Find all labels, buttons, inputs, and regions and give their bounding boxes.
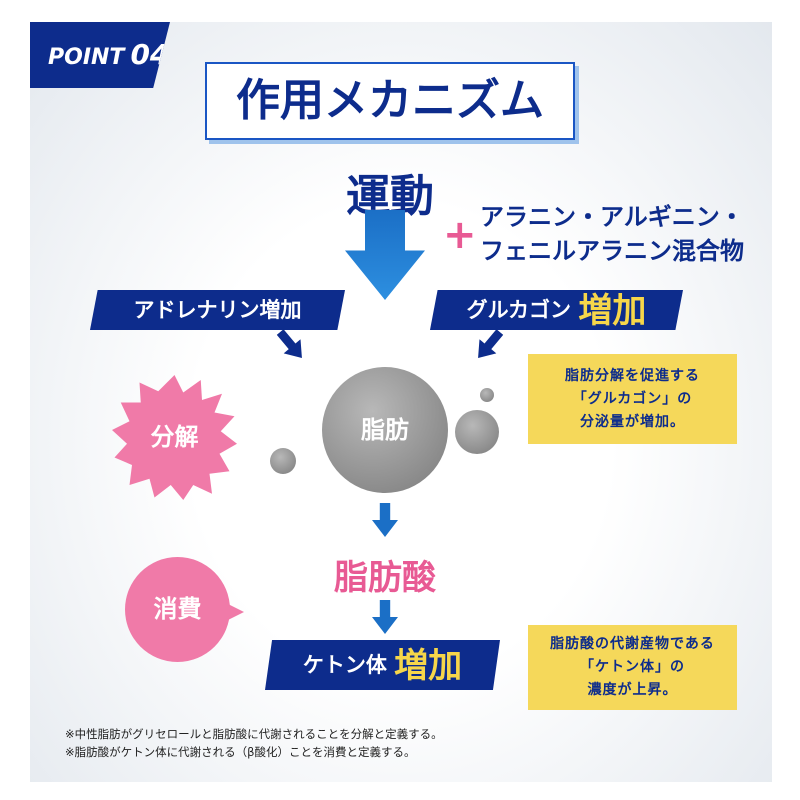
increase-label: 増加 — [394, 646, 463, 686]
increase-label: 増加 — [578, 291, 647, 331]
adrenaline-banner: アドレナリン増加 — [90, 290, 345, 330]
glucagon-note: 脂肪分解を促進する「グルカゴン」の分泌量が増加。 — [528, 354, 737, 444]
note-line: 「ケトン体」の — [580, 659, 685, 675]
fat-circle: 脂肪 — [322, 367, 448, 493]
supplement-line1: アラニン・アルギニン・ — [480, 203, 744, 231]
small-circle-icon — [480, 388, 494, 402]
fatty-acid-label: 脂肪酸 — [334, 558, 436, 598]
note-line: 分泌量が増加。 — [580, 413, 685, 430]
small-circle-icon — [270, 448, 296, 474]
glucagon-banner: グルカゴン 増加 — [430, 290, 683, 330]
ketone-label: ケトン体 — [302, 653, 387, 677]
note-line: 「グルカゴン」の — [572, 390, 693, 407]
footnote: ※脂肪酸がケトン体に代謝される（β酸化）ことを消費と定義する。 — [65, 745, 416, 759]
ketone-banner: ケトン体 増加 — [265, 640, 500, 690]
plus-icon: + — [443, 212, 477, 258]
note-line: 脂肪酸の代謝産物である — [550, 636, 715, 652]
small-circle-icon — [455, 410, 499, 454]
supplement-label: アラニン・アルギニン・フェニルアラニン混合物 — [480, 200, 744, 268]
consumption-bubble: 消費 — [125, 557, 244, 662]
supplement-line2: フェニルアラニン混合物 — [480, 237, 744, 265]
page-title: 作用メカニズム — [205, 62, 575, 140]
point-label: POINT — [48, 45, 125, 70]
note-line: 脂肪分解を促進する — [565, 367, 700, 384]
glucagon-label: グルカゴン — [466, 298, 572, 322]
footnote: ※中性脂肪がグリセロールと脂肪酸に代謝されることを分解と定義する。 — [65, 727, 443, 741]
note-line: 濃度が上昇。 — [587, 682, 678, 698]
footnotes: ※中性脂肪がグリセロールと脂肪酸に代謝されることを分解と定義する。 ※脂肪酸がケト… — [65, 725, 443, 761]
ketone-note: 脂肪酸の代謝産物である「ケトン体」の濃度が上昇。 — [528, 625, 737, 710]
